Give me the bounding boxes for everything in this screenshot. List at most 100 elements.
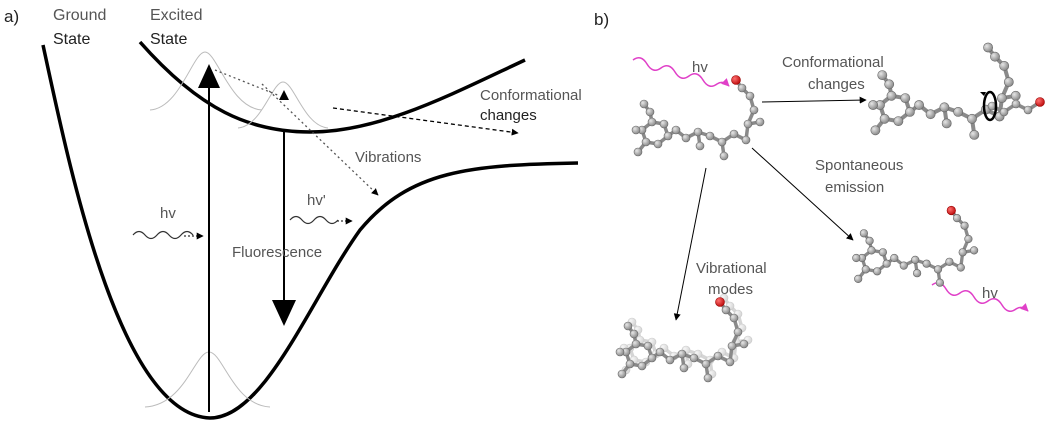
carbon-atom (733, 327, 743, 337)
photon-in-wave (632, 57, 730, 87)
carbon-atom (893, 116, 904, 126)
carbon-atom (890, 253, 899, 263)
carbon-atom (879, 113, 890, 124)
to-vibrational-arrow (673, 167, 707, 321)
carbon-atom (886, 90, 897, 101)
carbon-atom (653, 139, 663, 149)
molecule-emission (852, 205, 979, 287)
carbon-atom (914, 100, 924, 110)
carbon-atom (631, 125, 641, 135)
carbon-atom (905, 107, 915, 117)
carbon-atom (739, 339, 749, 349)
carbon-atom (852, 253, 861, 263)
carbon-atom (933, 265, 943, 274)
carbon-atom (727, 341, 737, 351)
carbon-atom (964, 234, 973, 244)
absorption-arrowhead-shape (198, 64, 220, 88)
carbon-atom (868, 100, 878, 110)
carbon-atom (873, 267, 882, 276)
b-conformational-label-top: Conformational (782, 54, 884, 71)
carbon-atom (999, 107, 1009, 117)
carbon-atom (705, 131, 715, 141)
carbon-atom (878, 248, 888, 257)
carbon-atom (956, 263, 965, 272)
ground-state-label-bottom: State (53, 31, 90, 48)
carbon-atom (749, 105, 759, 115)
carbon-atom (625, 359, 635, 369)
ground-state-curve (41, 44, 579, 420)
panel-a-label: a) (4, 7, 19, 26)
oxygen-atom (946, 205, 956, 216)
carbon-atom (741, 135, 751, 145)
carbon-atom (939, 102, 950, 113)
carbon-atom (861, 265, 870, 274)
spontaneous-label-top: Spontaneous (815, 157, 903, 174)
carbon-atom (745, 91, 755, 101)
carbon-atom (925, 109, 936, 120)
carbon-atom (990, 51, 1000, 62)
carbon-atom (719, 151, 729, 161)
spontaneous-label-bottom: emission (825, 179, 884, 196)
panel-b-label: b) (594, 10, 609, 29)
carbon-atom (911, 255, 920, 265)
carbon-atom (935, 278, 945, 287)
carbon-atom (703, 373, 713, 383)
molecule-ground (631, 75, 765, 161)
carbon-atom (729, 129, 739, 139)
carbon-atom (958, 248, 967, 257)
carbon-atom (663, 131, 673, 141)
carbon-atom (647, 353, 657, 363)
carbon-atom (681, 133, 691, 143)
photon-out-wave (931, 282, 1029, 312)
carbon-atom (737, 83, 747, 93)
carbon-atom (967, 113, 977, 124)
carbon-atom (629, 329, 639, 339)
carbon-atom (677, 349, 687, 359)
carbon-atom (645, 107, 655, 117)
carbon-atom (713, 351, 723, 361)
vibrational-label-bottom: modes (708, 281, 753, 298)
photon-in-label: hv (692, 59, 708, 76)
carbon-atom (884, 79, 895, 90)
carbon-atom (631, 339, 641, 349)
carbon-atom (743, 119, 753, 129)
carbon-atom (721, 305, 731, 315)
b-conformational-label-bottom: changes (808, 76, 865, 93)
carbon-atom (617, 369, 627, 379)
hv-label: hv (160, 205, 176, 222)
molecule-vibrational (615, 297, 749, 383)
carbon-atom (679, 363, 689, 373)
carbon-atom (689, 353, 699, 363)
carbon-atom (859, 229, 869, 238)
vibrational-relaxation-arrow (214, 69, 281, 97)
carbon-atom (637, 361, 647, 371)
conformational-label-bottom: changes (480, 107, 537, 124)
carbon-atom (671, 125, 681, 135)
carbon-atom (643, 341, 653, 351)
ground-state-label-top: Ground (53, 7, 106, 24)
carbon-atom (953, 107, 964, 117)
carbon-atom (960, 221, 969, 230)
carbon-atom (952, 214, 962, 223)
fluorescence-arrowhead-shape (272, 300, 296, 326)
vibrational-label-top: Vibrational (696, 260, 767, 277)
photon-out-label: hv (982, 285, 998, 302)
rotation-arrowhead-shape (980, 92, 986, 96)
carbon-atom (870, 125, 881, 136)
fluorescence-label: Fluorescence (232, 244, 322, 261)
carbon-atom (945, 257, 954, 266)
carbon-atom (633, 147, 643, 157)
carbon-atom (665, 355, 675, 365)
carbon-atom (1023, 105, 1033, 115)
carbon-atom (725, 357, 735, 367)
carbon-atom (882, 259, 891, 268)
excited-state-curve (138, 40, 526, 134)
carbon-atom (865, 236, 874, 245)
carbon-atom (693, 127, 703, 137)
carbon-atom (1011, 99, 1021, 109)
carbon-atom (969, 129, 980, 140)
carbon-atom (717, 137, 727, 147)
carbon-atom (969, 246, 979, 255)
photon-hv-wave (132, 230, 194, 240)
